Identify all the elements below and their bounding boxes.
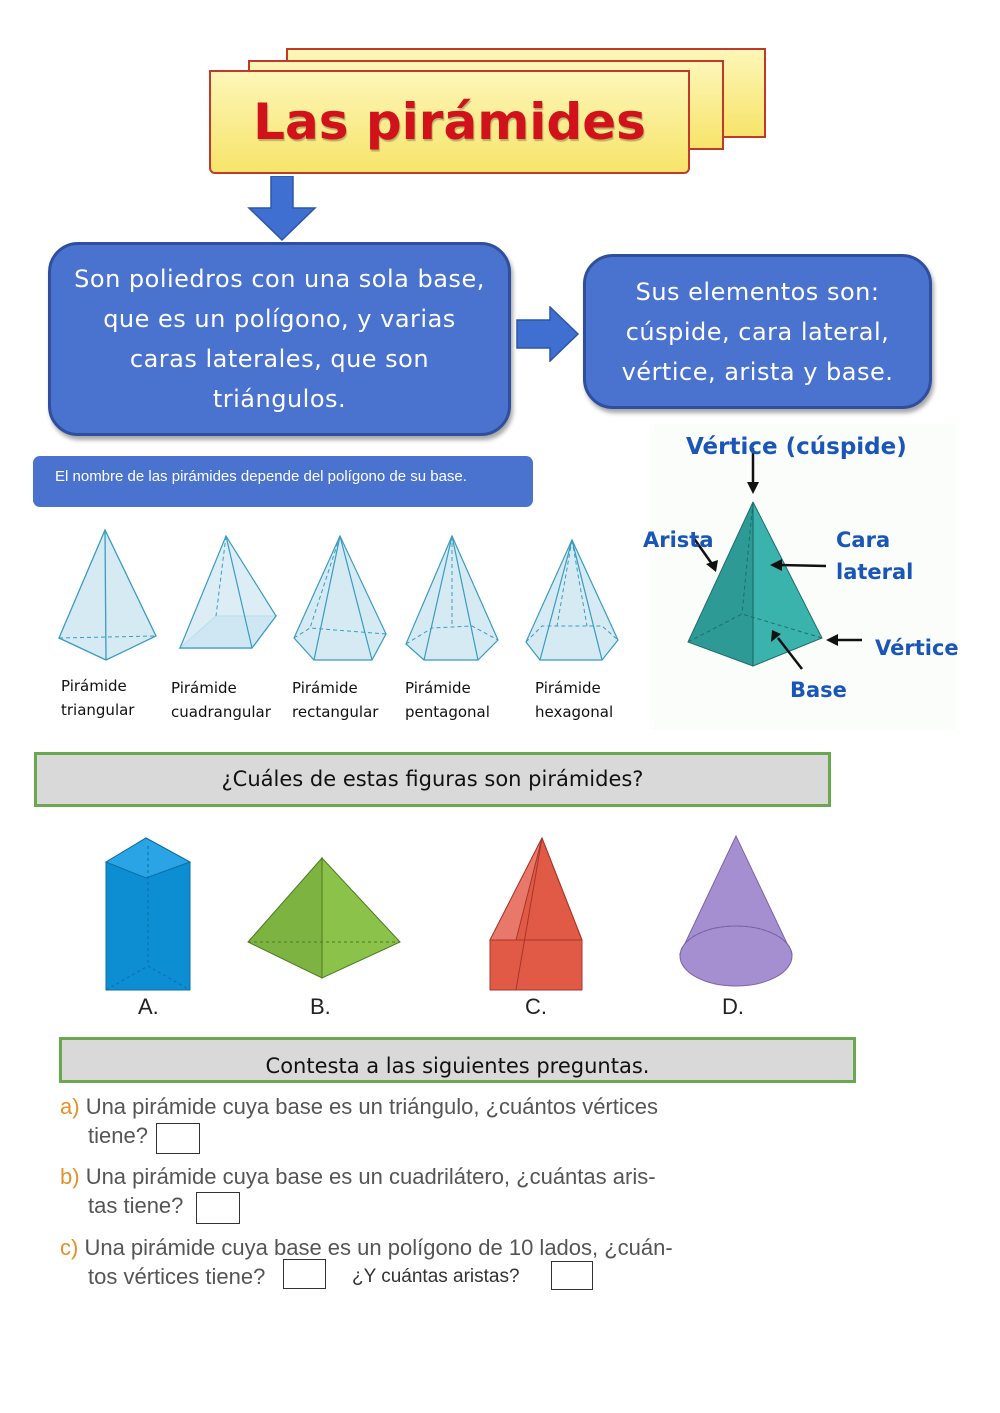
note-box: El nombre de las pirámides depende del p… bbox=[33, 456, 533, 507]
figure-c-pyramid bbox=[489, 836, 583, 991]
label-vertex: Vértice bbox=[875, 636, 959, 660]
arrow-right-icon bbox=[516, 306, 580, 362]
definition-text: Son poliedros con una sola base, que es … bbox=[74, 265, 485, 413]
elements-text: Sus elementos son: cúspide, cara lateral… bbox=[621, 277, 894, 386]
question-b: b) Una pirámide cuya base es un cuadrilá… bbox=[60, 1164, 656, 1218]
figure-a-label: A. bbox=[138, 994, 159, 1019]
label-lateral-face-1: Cara bbox=[836, 528, 891, 552]
label-lateral-face-2: lateral bbox=[836, 560, 914, 584]
figure-d-cone bbox=[679, 834, 793, 987]
elements-box: Sus elementos son: cúspide, cara lateral… bbox=[583, 254, 932, 409]
label-vertex-cuspid: Vértice (cúspide) bbox=[686, 434, 907, 460]
figure-b-pyramid bbox=[247, 856, 401, 979]
figure-c-label: C. bbox=[525, 994, 547, 1019]
square-pyramid-image bbox=[178, 534, 278, 649]
question-a: a) Una pirámide cuya base es un triángul… bbox=[60, 1094, 658, 1148]
question-c: c) Una pirámide cuya base es un polígono… bbox=[60, 1235, 673, 1289]
figure-a-prism bbox=[104, 837, 192, 991]
answer-input-c1[interactable] bbox=[283, 1259, 326, 1289]
question-title-box: ¿Cuáles de estas figuras son pirámides? bbox=[34, 752, 831, 807]
figure-d-label: D. bbox=[722, 994, 744, 1019]
answer-input-a[interactable] bbox=[156, 1123, 200, 1154]
figure-b-label: B. bbox=[310, 994, 331, 1019]
answer-title: Contesta a las siguientes preguntas. bbox=[265, 1054, 650, 1078]
label-hexagonal: Pirámide hexagonal bbox=[535, 679, 614, 721]
definition-box: Son poliedros con una sola base, que es … bbox=[48, 242, 511, 436]
title-banner: Las pirámides bbox=[209, 70, 690, 174]
label-square: Pirámide cuadrangular bbox=[171, 679, 271, 721]
diagram-background bbox=[650, 424, 956, 730]
label-rectangular: Pirámide rectangular bbox=[292, 679, 379, 721]
label-pentagonal: Pirámide pentagonal bbox=[405, 679, 490, 721]
question-title: ¿Cuáles de estas figuras son pirámides? bbox=[221, 767, 644, 791]
pentagonal-pyramid-image bbox=[405, 534, 499, 661]
label-edge: Arista bbox=[643, 528, 714, 552]
page-title: Las pirámides bbox=[253, 93, 646, 151]
label-triangular: Pirámide triangular bbox=[61, 677, 135, 719]
arrow-down-icon bbox=[247, 176, 317, 242]
answer-title-box: Contesta a las siguientes preguntas. bbox=[59, 1037, 856, 1083]
extra-question: ¿Y cuántas aristas? bbox=[352, 1266, 520, 1287]
answer-input-b[interactable] bbox=[196, 1192, 240, 1224]
rectangular-pyramid-image bbox=[293, 534, 387, 661]
label-base: Base bbox=[790, 678, 847, 702]
labeled-pyramid-image bbox=[687, 448, 862, 670]
answer-input-c2[interactable] bbox=[551, 1261, 593, 1290]
triangular-pyramid-image bbox=[58, 528, 157, 661]
hexagonal-pyramid-image bbox=[525, 538, 619, 661]
